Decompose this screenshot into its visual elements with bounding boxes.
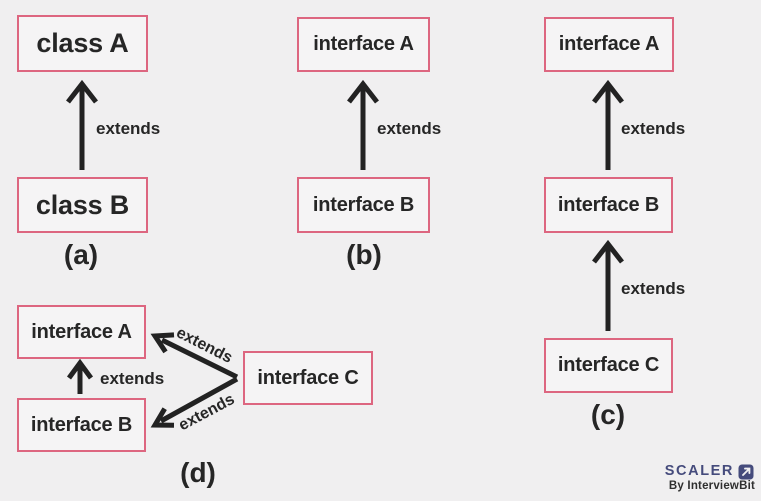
node-c-interface-a: interface A [544, 17, 674, 72]
arrow-b-interfaceb-to-interfacea [347, 79, 379, 170]
node-b-interface-b: interface B [297, 177, 430, 233]
node-c-interface-b-label: interface B [557, 193, 660, 216]
scaler-logo-icon [738, 463, 755, 480]
scaler-brand-text: SCALER [664, 462, 734, 479]
caption-panel-b: (b) [346, 239, 382, 270]
node-d-interface-a-label: interface A [31, 320, 132, 343]
caption-panel-a: (a) [63, 239, 99, 270]
edge-label-c-top-extends: extends [621, 119, 686, 138]
node-d-interface-c-label: interface C [257, 366, 359, 389]
node-b-interface-a-label: interface A [313, 33, 414, 55]
node-c-interface-a-label: interface A [558, 33, 660, 55]
node-c-interface-c-label: interface C [557, 354, 660, 376]
node-class-a: class A [17, 15, 148, 72]
arrow-d-interfacec-to-interfaceb [150, 376, 239, 428]
caption-panel-d: (d) [180, 457, 216, 488]
caption-panel-c: (c) [590, 399, 626, 430]
node-class-b-label: class B [35, 189, 130, 220]
edge-label-b-extends: extends [377, 119, 442, 138]
byline-text: By InterviewBit [668, 479, 755, 492]
node-class-a-label: class A [36, 28, 129, 58]
node-d-interface-b-label: interface B [30, 413, 133, 436]
node-class-b: class B [17, 177, 148, 233]
arrow-d-interfacec-to-interfacea [150, 332, 239, 380]
node-c-interface-c: interface C [544, 338, 673, 393]
node-d-interface-c: interface C [243, 351, 373, 405]
arrow-d-interfaceb-to-interfacea [66, 358, 94, 394]
edge-label-d-b-to-a-extends: extends [100, 369, 165, 388]
arrow-a-classb-to-classa [66, 79, 98, 170]
node-b-interface-b-label: interface B [312, 193, 415, 216]
node-b-interface-a: interface A [297, 17, 430, 72]
node-c-interface-b: interface B [544, 177, 673, 233]
edge-label-a-extends: extends [96, 119, 161, 138]
brand-row: SCALER [665, 463, 755, 480]
arrow-c-interfaceb-to-interfacea [592, 79, 624, 170]
arrow-c-interfacec-to-interfaceb [592, 239, 624, 331]
node-d-interface-b: interface B [17, 398, 146, 452]
edge-label-c-bottom-extends: extends [621, 279, 686, 298]
node-d-interface-a: interface A [17, 305, 146, 359]
branding-block: SCALER By InterviewBit [665, 463, 755, 493]
